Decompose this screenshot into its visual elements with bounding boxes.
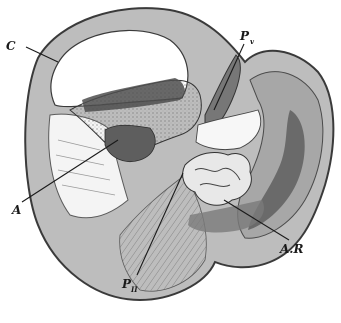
label-p2-subscript: II <box>130 285 138 294</box>
label-c: C <box>6 39 16 53</box>
label-pv: P <box>239 29 250 43</box>
label-pv-subscript: v <box>250 37 255 46</box>
label-ar: A.R <box>279 242 303 256</box>
label-a: A <box>11 203 21 217</box>
